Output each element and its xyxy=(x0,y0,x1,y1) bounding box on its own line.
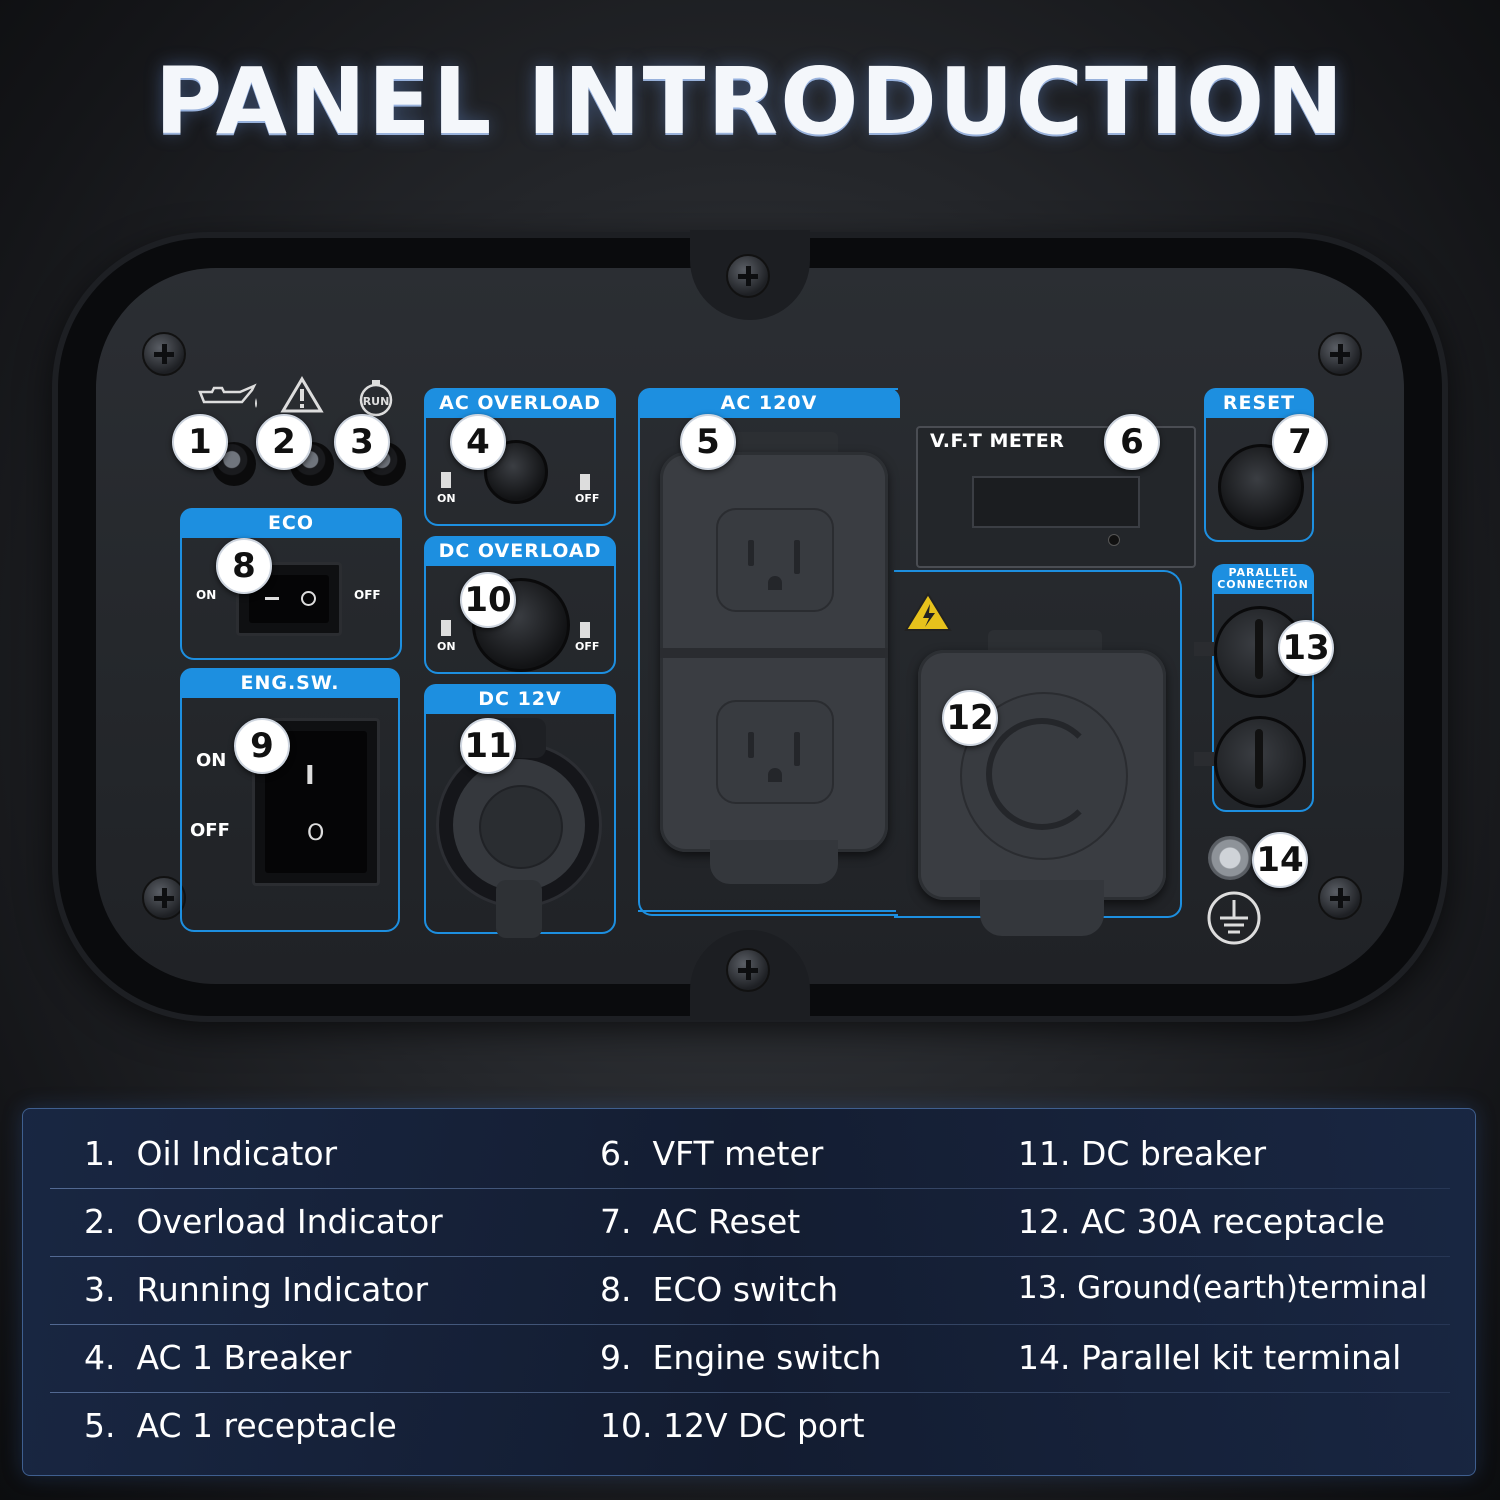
reset-box: RESET xyxy=(1204,388,1314,542)
screw-icon xyxy=(1318,876,1362,920)
vft-display xyxy=(972,476,1140,528)
engine-switch-label: ENG.SW. xyxy=(180,668,400,698)
callout-7: 7 xyxy=(1272,414,1328,470)
vft-meter: V.F.T METER xyxy=(916,426,1196,568)
callout-4: 4 xyxy=(450,414,506,470)
screw-icon xyxy=(142,876,186,920)
ground-terminal[interactable] xyxy=(1208,836,1252,880)
callout-2: 2 xyxy=(256,414,312,470)
dc-12v-label: DC 12V xyxy=(424,684,616,714)
outlet-divider xyxy=(660,648,888,658)
breaker-off-icon xyxy=(580,474,590,490)
screw-icon xyxy=(726,948,770,992)
dc-overload-label: DC OVERLOAD xyxy=(424,536,616,566)
legend-item: 3. Running Indicator xyxy=(84,1270,429,1309)
dc-overload-box: DC OVERLOAD xyxy=(424,536,616,674)
ac-overload-label: AC OVERLOAD xyxy=(424,388,616,418)
legend-item: 6. VFT meter xyxy=(600,1134,824,1173)
legend-panel xyxy=(22,1108,1476,1476)
vft-button-icon xyxy=(1108,534,1120,546)
legend-item: 9. Engine switch xyxy=(600,1338,882,1377)
legend-item: 1. Oil Indicator xyxy=(84,1134,338,1173)
callout-6: 6 xyxy=(1104,414,1160,470)
engine-switch-box: ENG.SW. xyxy=(180,668,400,932)
eco-box: ECO xyxy=(180,508,402,660)
legend-item: 13. Ground(earth)terminal xyxy=(1018,1270,1428,1306)
legend-item: 7. AC Reset xyxy=(600,1202,801,1241)
callout-12: 12 xyxy=(942,690,998,746)
callout-1: 1 xyxy=(172,414,228,470)
rocker-off-mark: O xyxy=(307,821,325,846)
parallel-lug xyxy=(1194,642,1218,656)
legend-item: 5. AC 1 receptacle xyxy=(84,1406,397,1445)
callout-3: 3 xyxy=(334,414,390,470)
callout-11: 11 xyxy=(460,718,516,774)
legend-item: 11. DC breaker xyxy=(1018,1134,1267,1173)
callout-14: 14 xyxy=(1252,832,1308,888)
parallel-connection-label: PARALLEL CONNECTION xyxy=(1212,564,1314,594)
legend-item: 12. AC 30A receptacle xyxy=(1018,1202,1385,1241)
run-icon: RUN xyxy=(359,380,393,417)
ac-breaker-off-label: OFF xyxy=(575,492,600,505)
hazard-icon xyxy=(904,592,952,631)
eco-label: ECO xyxy=(180,508,402,538)
parallel-lug xyxy=(1194,752,1218,766)
run-label: RUN xyxy=(363,395,390,408)
engine-off-label: OFF xyxy=(190,820,230,841)
ac-breaker-on-label: ON xyxy=(437,492,456,505)
legend-item: 8. ECO switch xyxy=(600,1270,839,1309)
warning-triangle-icon xyxy=(280,376,324,413)
ac-box-bottom xyxy=(638,910,896,912)
reset-button[interactable] xyxy=(1218,444,1304,530)
oil-can-icon xyxy=(198,383,257,408)
reset-label: RESET xyxy=(1204,388,1314,418)
dc-port-cap xyxy=(496,880,542,938)
screw-icon xyxy=(726,254,770,298)
eco-on-label: ON xyxy=(196,588,217,602)
ac-120v-box: AC 120V xyxy=(638,388,900,916)
eco-off-label: OFF xyxy=(354,588,381,602)
callout-10: 10 xyxy=(460,572,516,628)
callout-5: 5 xyxy=(680,414,736,470)
breaker-off-icon xyxy=(580,622,590,638)
parallel-terminal-bottom[interactable] xyxy=(1214,716,1306,808)
legend-item: 4. AC 1 Breaker xyxy=(84,1338,352,1377)
30a-cover-tab xyxy=(980,880,1104,936)
breaker-on-icon xyxy=(441,472,451,488)
legend-item: 10. 12V DC port xyxy=(600,1406,865,1445)
dc-breaker-on-label: ON xyxy=(437,640,456,653)
outlet-cover-tab xyxy=(710,840,838,884)
legend-divider xyxy=(50,1324,1450,1325)
screw-icon xyxy=(142,332,186,376)
engine-on-label: ON xyxy=(196,750,227,771)
page-title: PANEL INTRODUCTION xyxy=(154,48,1346,155)
dc-breaker-off-label: OFF xyxy=(575,640,600,653)
legend-divider xyxy=(50,1188,1450,1189)
callout-8: 8 xyxy=(216,538,272,594)
vft-meter-label: V.F.T METER xyxy=(930,430,1065,452)
legend-item: 2. Overload Indicator xyxy=(84,1202,443,1241)
breaker-on-icon xyxy=(441,620,451,636)
eco-switch[interactable] xyxy=(236,562,342,636)
outlet-face-top xyxy=(716,508,834,612)
legend-divider xyxy=(50,1392,1450,1393)
callout-9: 9 xyxy=(234,718,290,774)
ac-120v-label: AC 120V xyxy=(638,388,900,418)
legend-divider xyxy=(50,1256,1450,1257)
legend-item: 14. Parallel kit terminal xyxy=(1018,1338,1402,1377)
parallel-connection-box: PARALLEL CONNECTION xyxy=(1212,564,1314,812)
callout-13: 13 xyxy=(1278,620,1334,676)
ac-overload-box: AC OVERLOAD xyxy=(424,388,616,526)
screw-icon xyxy=(1318,332,1362,376)
ground-icon xyxy=(1207,891,1261,945)
outlet-face-bottom xyxy=(716,700,834,804)
rocker-on-mark: I xyxy=(305,761,315,791)
